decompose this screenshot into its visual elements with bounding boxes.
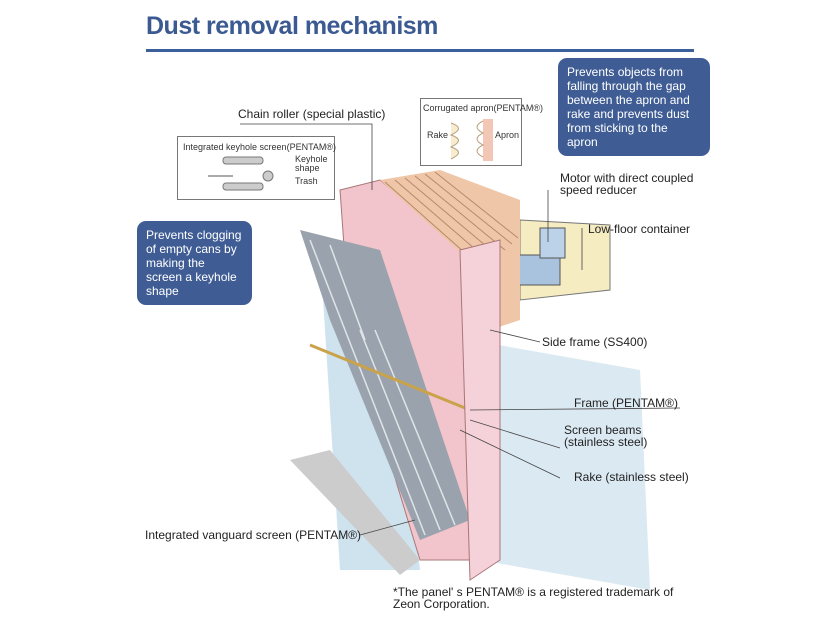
container-label: Low-floor container bbox=[588, 222, 691, 236]
apron-callout-box: Corrugated apron(PENTAM®) Rake Apron bbox=[420, 98, 543, 166]
chain-roller-label: Chain roller (special plastic) bbox=[238, 107, 386, 121]
screen-bars bbox=[309, 239, 456, 536]
side-frame-label: Side frame (SS400) bbox=[542, 335, 648, 349]
water-right bbox=[470, 340, 650, 590]
screen-beams-label: Screen beams (stainless steel) bbox=[564, 423, 648, 449]
keyhole-shape-icon bbox=[208, 156, 274, 191]
footnote: *The panel' s PENTAM® is a registered tr… bbox=[393, 585, 674, 611]
base bbox=[290, 450, 420, 575]
apron-box-title: Corrugated apron(PENTAM®) bbox=[423, 103, 544, 113]
screen bbox=[300, 230, 470, 540]
rake-bar bbox=[309, 343, 471, 412]
motor-label: Motor with direct coupled speed reducer bbox=[560, 171, 694, 197]
apron-label: Apron bbox=[495, 130, 520, 140]
corrugated-apron-icon bbox=[449, 119, 493, 161]
keyhole-box-title: Integrated keyhole screen(PENTAM®) bbox=[183, 142, 337, 152]
keyhole-note-bubble: Prevents clogging of empty cans by makin… bbox=[137, 221, 252, 305]
keyhole-callout-box: Integrated keyhole screen(PENTAM®) Keyho… bbox=[177, 136, 337, 200]
leader-lines bbox=[240, 123, 681, 536]
rake-label: Rake bbox=[427, 130, 449, 140]
page-title: Dust removal mechanism bbox=[146, 12, 438, 40]
apron-note-bubble: Prevents objects from falling through th… bbox=[558, 58, 710, 156]
keyhole-shape-label: Keyhole shape bbox=[295, 154, 328, 173]
title-rule bbox=[146, 49, 694, 52]
frame-label: Frame (PENTAM®) bbox=[574, 396, 678, 410]
speed-reducer bbox=[539, 227, 566, 259]
vanguard-screen-label: Integrated vanguard screen (PENTAM®) bbox=[145, 528, 362, 542]
trash-label: Trash bbox=[295, 176, 318, 186]
rake-steel-label: Rake (stainless steel) bbox=[574, 470, 689, 484]
